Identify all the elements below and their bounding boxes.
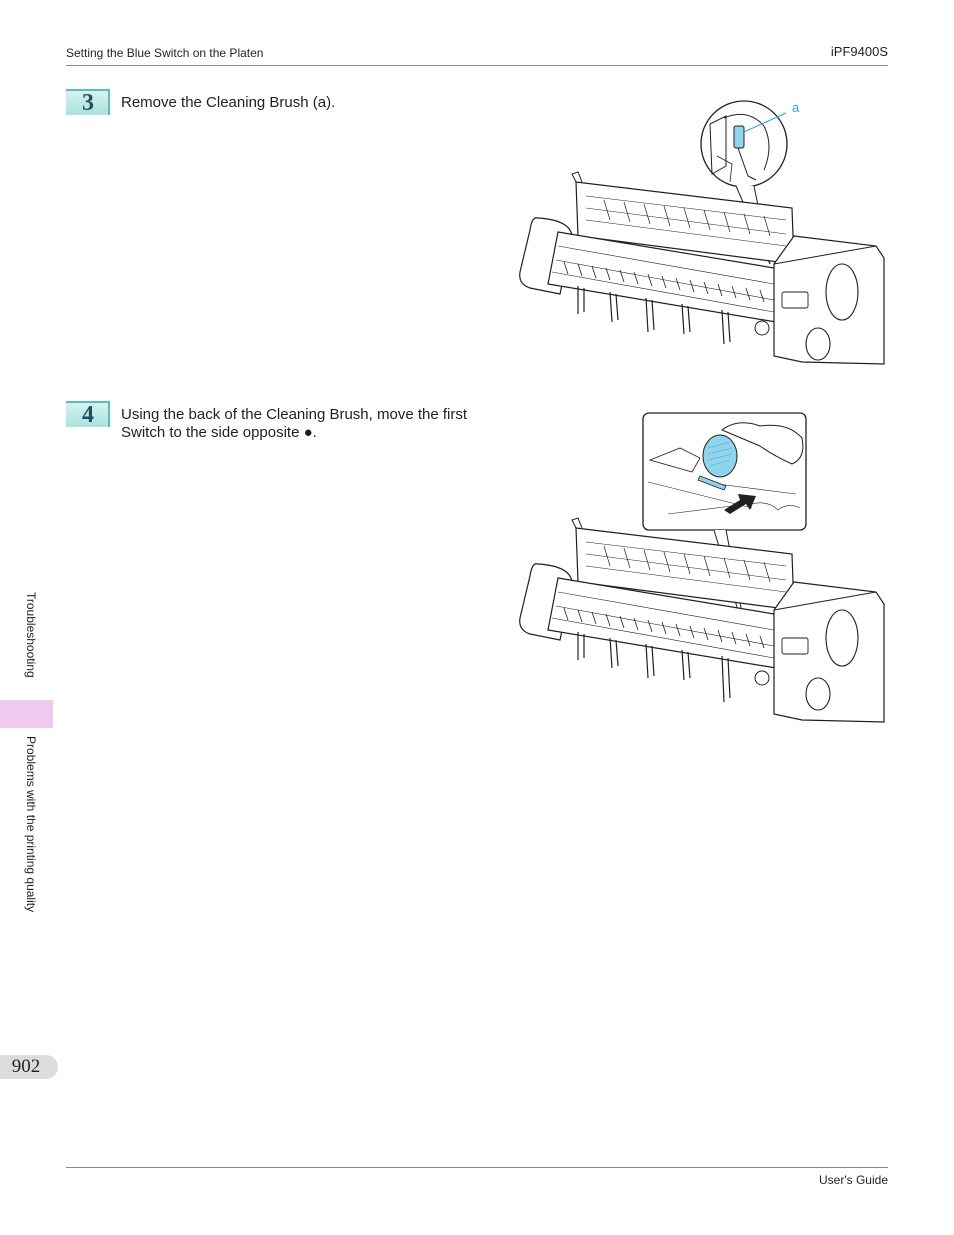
header-product-name: iPF9400S xyxy=(830,44,888,59)
step-3-text: Remove the Cleaning Brush (a). xyxy=(121,94,335,112)
control-panel-icon xyxy=(781,637,809,655)
callout-label-a: a xyxy=(792,100,800,115)
step-4-printer-illustration xyxy=(519,412,885,723)
step-4-badge: 4 xyxy=(66,401,110,427)
step-4-text: Using the back of the Cleaning Brush, mo… xyxy=(121,406,467,442)
step-3-number: 3 xyxy=(82,90,94,116)
blue-switch-icon xyxy=(697,475,727,491)
cleaning-brush-icon xyxy=(733,125,745,149)
move-arrow-icon xyxy=(724,494,756,514)
step-4-text-line-2: Switch to the side opposite ●. xyxy=(121,424,317,441)
cleaning-brush-icon xyxy=(702,434,738,478)
step-4-number: 4 xyxy=(82,402,94,428)
step-3-badge: 3 xyxy=(66,89,110,115)
step-3-text-line-1: Remove the Cleaning Brush (a). xyxy=(121,94,336,111)
sidebar-chapter-tab[interactable]: Troubleshooting xyxy=(24,592,38,678)
sidebar-current-marker xyxy=(0,700,53,728)
header-divider xyxy=(66,65,888,66)
sidebar-section-tab[interactable]: Problems with the printing quality xyxy=(24,736,38,913)
step-4-text-line-1: Using the back of the Cleaning Brush, mo… xyxy=(121,406,468,423)
footer-divider xyxy=(66,1167,888,1168)
header-section-title: Setting the Blue Switch on the Platen xyxy=(66,46,264,60)
control-panel-icon xyxy=(781,291,809,309)
page-number: 902 xyxy=(0,1055,58,1079)
footer-guide-name: User's Guide xyxy=(819,1173,888,1187)
step-3-printer-illustration: a xyxy=(519,100,885,365)
